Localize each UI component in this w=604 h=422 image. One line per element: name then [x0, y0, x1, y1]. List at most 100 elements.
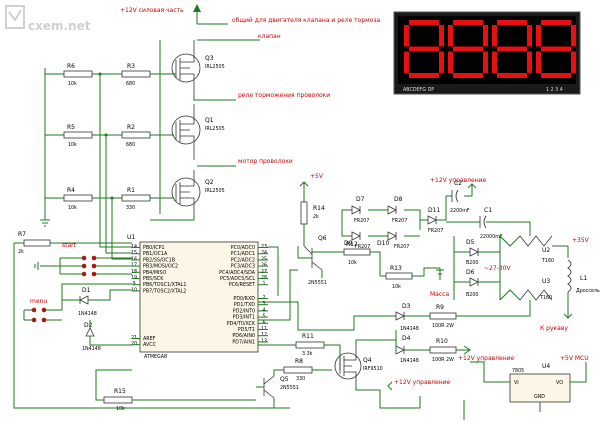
svg-text:680: 680 [126, 81, 135, 87]
label-brake-relay: реле торможения проволоки [238, 92, 330, 99]
mcu-pin-label: PB2/SS/OC1B [143, 257, 175, 263]
mcu-pin-label: PC3/ADC3 [231, 264, 255, 270]
display-segment [483, 25, 488, 47]
label-power-12v: +12V силовая часть [120, 7, 184, 14]
svg-text:U2: U2 [542, 247, 550, 254]
svg-text:R14: R14 [313, 205, 325, 212]
svg-text:2k: 2k [18, 249, 24, 255]
ground-icon [34, 262, 39, 270]
svg-text:B200: B200 [466, 292, 478, 298]
svg-text:D3: D3 [402, 303, 411, 310]
svg-text:D8: D8 [394, 196, 403, 203]
regulator-u4: U4 7805 VI VO GND [509, 363, 571, 403]
svg-text:GND: GND [534, 394, 545, 400]
display-digit [448, 20, 488, 78]
mcu-pin-label: PB1/OC1A [143, 251, 168, 257]
transformer-u3: U3 T160 [519, 278, 553, 301]
mcu-pin-label: PB4/MISO [143, 270, 166, 276]
svg-text:D9: D9 [344, 240, 353, 247]
svg-text:R11: R11 [302, 333, 314, 340]
menu-buttons [31, 307, 47, 323]
svg-text:L1: L1 [580, 275, 587, 282]
display-segment [541, 73, 571, 78]
mcu-pin-label: PC5/ADC5/SCL [220, 276, 255, 282]
svg-text:D6: D6 [466, 269, 475, 276]
svg-text:10k: 10k [68, 81, 77, 87]
mcu-pin-label: PB0/ICP1 [143, 245, 165, 251]
diode-d8: D8 FR207 [387, 196, 407, 224]
svg-text:IRL2505: IRL2505 [205, 126, 225, 132]
svg-text:IRF9510: IRF9510 [363, 366, 383, 372]
svg-text:2k: 2k [313, 214, 319, 220]
svg-text:Q3: Q3 [205, 55, 214, 62]
inductor-l1: L1 Дроссель [567, 259, 600, 294]
arrow-left-icon [387, 381, 393, 391]
svg-text:100R 2W: 100R 2W [432, 323, 454, 329]
diode-d6: D6 B200 [466, 269, 479, 298]
resistor-r10: R10 100R 2W [429, 338, 457, 363]
svg-text:680: 680 [126, 142, 135, 148]
label-12v-ctrl-top: +12V управление [430, 177, 487, 184]
resistor-r11: R11 3.3k [295, 333, 325, 357]
label-plus5v-mcu: +5V MCU [560, 355, 589, 362]
diode-d9: D9 FR207 [344, 231, 370, 250]
display-segment [536, 51, 541, 73]
label-12v-ctrl-bottom: +12V управление [394, 379, 451, 386]
watermark-text: cxem.net [28, 19, 91, 33]
mcu-pin-label: PC1/ADC1 [231, 251, 255, 257]
display-segment [497, 46, 527, 52]
display-segment [497, 20, 527, 25]
transistor-q6: Q6 2N5551 [303, 235, 327, 286]
mcu-pin-label: PC2/ADC2 [231, 257, 255, 263]
label-plus35v: +35V [572, 237, 590, 244]
svg-text:C2: C2 [454, 180, 462, 187]
label-plus5v: +5V [310, 173, 324, 180]
svg-text:1N4148: 1N4148 [400, 358, 419, 364]
svg-text:FR207: FR207 [355, 244, 370, 250]
svg-text:Q2: Q2 [205, 179, 214, 186]
svg-text:B200: B200 [466, 260, 478, 266]
svg-text:1N4148: 1N4148 [400, 326, 419, 332]
resistor-r2 [121, 131, 151, 139]
display-segment [541, 20, 571, 25]
capacitor-c1: C1 22000mF [479, 207, 503, 240]
display-segment [409, 46, 439, 52]
svg-text:100R 2W: 100R 2W [432, 357, 454, 363]
svg-text:IRL2505: IRL2505 [205, 188, 225, 194]
svg-text:U1: U1 [127, 234, 135, 241]
svg-text:R7: R7 [18, 231, 26, 238]
resistor-r9: R9 100R 2W [429, 304, 457, 329]
svg-text:R1: R1 [127, 187, 135, 194]
transistor-q5: Q5 2N5551 [263, 375, 299, 399]
mcu-pin-label: PD5/T1 [238, 327, 255, 333]
resistor-r14: R14 2k [300, 201, 325, 225]
svg-text:FR207: FR207 [392, 218, 407, 224]
display-segment [404, 25, 409, 47]
display-segment [571, 51, 576, 73]
svg-text:2200mF: 2200mF [450, 208, 470, 214]
display-segment [453, 73, 483, 78]
display-segment [448, 25, 453, 47]
display-digit [536, 20, 576, 78]
svg-text:Q6: Q6 [318, 235, 327, 242]
resistor-r4 [63, 194, 93, 202]
diode-d10: D10 FR207 [377, 231, 409, 250]
svg-text:D2: D2 [84, 322, 93, 329]
label-valve: клапан [258, 33, 281, 40]
svg-text:D5: D5 [466, 239, 475, 246]
display-segment [483, 51, 488, 73]
ground-icon [436, 268, 444, 280]
watermark-logo: cxem.net [5, 5, 91, 33]
mcu-u1: U1 ATMEGA8 PB0/ICP114PB1/OC1A15PB2/SS/OC… [127, 234, 268, 360]
label-start: start [62, 242, 77, 249]
mosfet-q4: Q4 IRF9510 [334, 346, 383, 384]
svg-text:10k: 10k [68, 142, 77, 148]
display-segment [497, 73, 527, 78]
diode-d1: D1 1N4148 [78, 287, 97, 317]
svg-text:10k: 10k [392, 284, 401, 290]
mosfet-q1: Q1 IRL2505 [171, 104, 225, 160]
mcu-pin-label: PB7/TOSC2/XTAL2 [143, 288, 186, 294]
svg-text:U3: U3 [542, 278, 550, 285]
svg-text:FR207: FR207 [428, 228, 443, 234]
